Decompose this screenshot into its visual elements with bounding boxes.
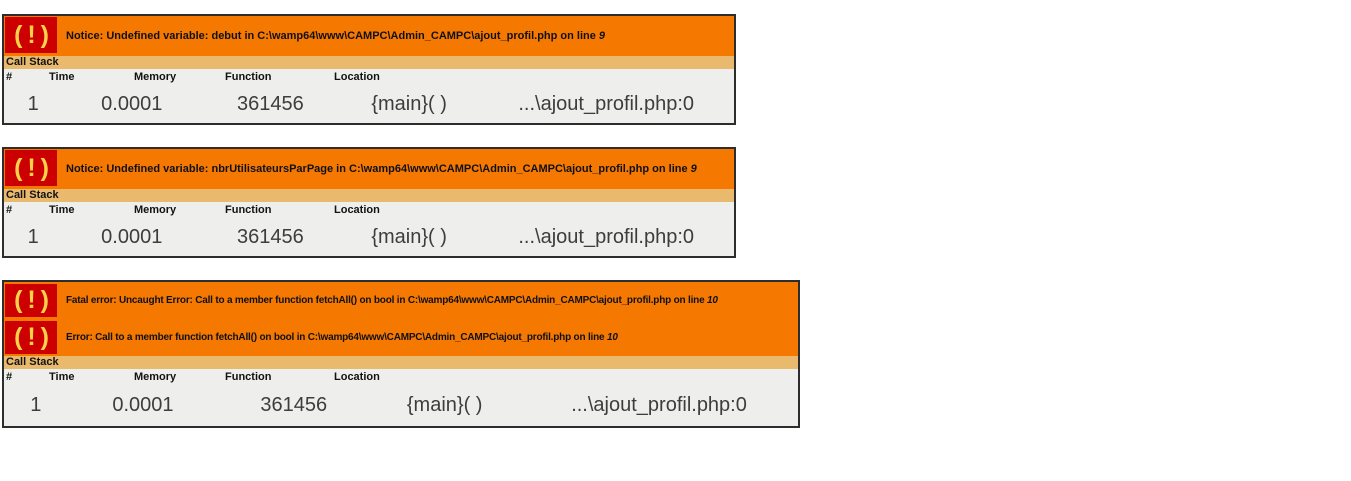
alert-icon: ( ! ) xyxy=(5,17,57,53)
error-line-number: 10 xyxy=(606,332,618,343)
column-header-num: # xyxy=(6,371,13,383)
error-message-row: ( ! ) Notice: Undefined variable: nbrUti… xyxy=(4,149,734,189)
fatal-error-box: ( ! ) Fatal error: Uncaught Error: Call … xyxy=(2,280,800,428)
error-header-3: ( ! ) Fatal error: Uncaught Error: Call … xyxy=(4,282,798,356)
error-message-row: ( ! ) Error: Call to a member function f… xyxy=(4,319,798,356)
column-header-function: Function xyxy=(225,371,272,383)
cell-time: 0.0001 xyxy=(101,225,163,248)
error-header-1: ( ! ) Notice: Undefined variable: debut … xyxy=(4,16,734,56)
error-message-text: Notice: Undefined variable: debut in C:\… xyxy=(66,30,599,42)
error-message-row: ( ! ) Notice: Undefined variable: debut … xyxy=(4,16,734,56)
cell-num: 1 xyxy=(27,225,39,248)
column-header-time: Time xyxy=(49,371,75,383)
cell-function: {main}( ) xyxy=(406,394,483,416)
call-stack-header: Call Stack xyxy=(4,189,734,202)
table-column-headers: # Time Memory Function Location xyxy=(4,369,798,385)
cell-location: ...\ajout_profil.php:0 xyxy=(518,225,695,248)
call-stack-header: Call Stack xyxy=(4,56,734,69)
cell-function: {main}( ) xyxy=(371,225,447,248)
error-line-number: 9 xyxy=(690,163,697,175)
error-notice-box-2: ( ! ) Notice: Undefined variable: nbrUti… xyxy=(2,147,736,258)
column-header-function: Function xyxy=(225,71,272,83)
cell-time: 0.0001 xyxy=(112,394,174,416)
cell-num: 1 xyxy=(30,394,42,416)
column-header-location: Location xyxy=(334,204,380,216)
column-header-memory: Memory xyxy=(134,371,177,383)
column-header-location: Location xyxy=(334,371,380,383)
table-column-headers: # Time Memory Function Location xyxy=(4,69,734,85)
alert-icon: ( ! ) xyxy=(5,321,57,354)
table-row: 1 0.0001 361456 {main}( ) ...\ajout_prof… xyxy=(4,218,734,256)
cell-time: 0.0001 xyxy=(101,92,163,115)
column-header-location: Location xyxy=(334,71,380,83)
cell-location: ...\ajout_profil.php:0 xyxy=(571,394,747,416)
error-header-2: ( ! ) Notice: Undefined variable: nbrUti… xyxy=(4,149,734,189)
error-message: Notice: Undefined variable: debut in C:\… xyxy=(66,30,605,42)
column-header-function: Function xyxy=(225,204,272,216)
cell-function: {main}( ) xyxy=(371,92,447,115)
column-header-memory: Memory xyxy=(134,71,177,83)
alert-icon: ( ! ) xyxy=(5,284,57,317)
cell-memory: 361456 xyxy=(237,225,304,248)
error-message: Notice: Undefined variable: nbrUtilisate… xyxy=(66,163,697,175)
column-header-time: Time xyxy=(49,204,75,216)
error-notice-box-1: ( ! ) Notice: Undefined variable: debut … xyxy=(2,14,736,125)
column-header-memory: Memory xyxy=(134,204,177,216)
column-header-num: # xyxy=(6,71,13,83)
error-message: Error: Call to a member function fetchAl… xyxy=(66,332,618,343)
call-stack-header: Call Stack xyxy=(4,356,798,369)
cell-memory: 361456 xyxy=(237,92,304,115)
error-message-text: Fatal error: Uncaught Error: Call to a m… xyxy=(66,295,708,306)
error-message: Fatal error: Uncaught Error: Call to a m… xyxy=(66,295,718,306)
table-row: 1 0.0001 361456 {main}( ) ...\ajout_prof… xyxy=(4,385,798,426)
cell-num: 1 xyxy=(27,92,39,115)
table-column-headers: # Time Memory Function Location xyxy=(4,202,734,218)
error-message-text: Error: Call to a member function fetchAl… xyxy=(66,332,607,343)
error-message-text: Notice: Undefined variable: nbrUtilisate… xyxy=(66,163,691,175)
error-message-row: ( ! ) Fatal error: Uncaught Error: Call … xyxy=(4,282,798,319)
cell-location: ...\ajout_profil.php:0 xyxy=(518,92,695,115)
table-row: 1 0.0001 361456 {main}( ) ...\ajout_prof… xyxy=(4,85,734,123)
column-header-num: # xyxy=(6,204,13,216)
error-line-number: 10 xyxy=(707,295,718,306)
cell-memory: 361456 xyxy=(260,394,328,416)
column-header-time: Time xyxy=(49,71,75,83)
error-line-number: 9 xyxy=(598,30,606,42)
alert-icon: ( ! ) xyxy=(5,150,57,186)
